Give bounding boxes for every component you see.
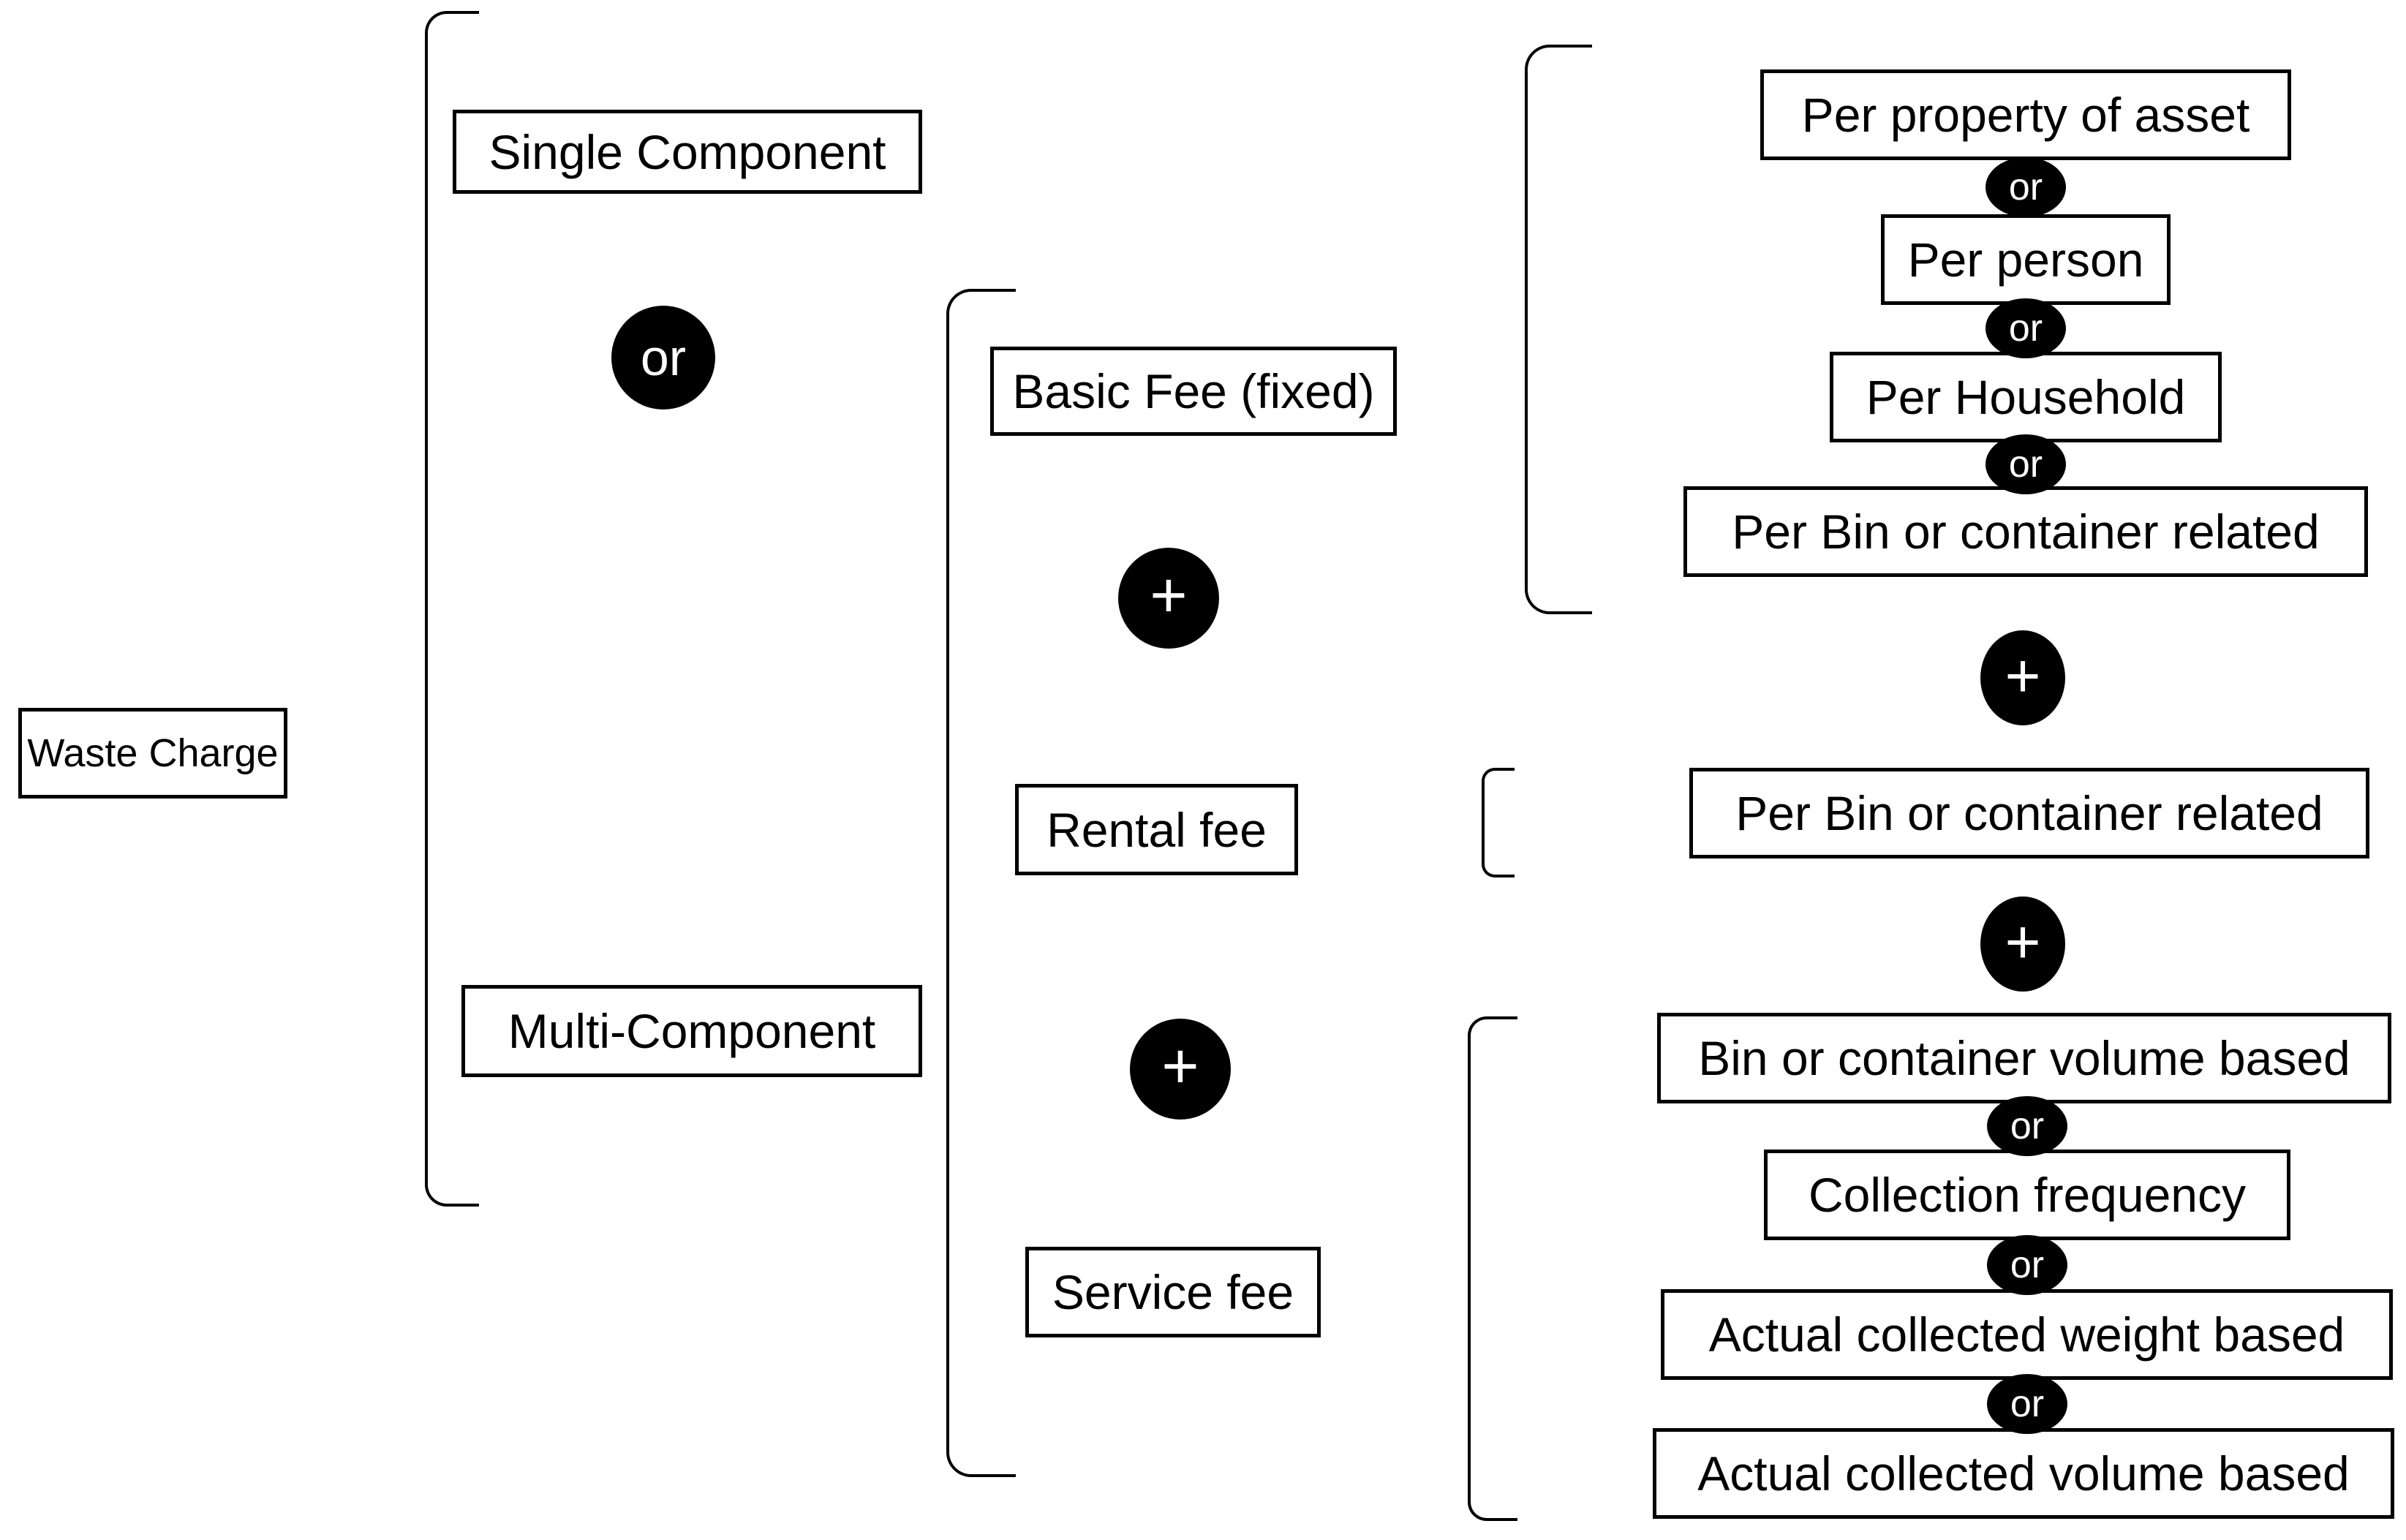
bracket-rental-fee-options: [1482, 768, 1515, 877]
node-single-component: Single Component: [453, 110, 922, 194]
node-service-fee: Service fee: [1025, 1247, 1321, 1337]
or-connector-basic-2: or: [1985, 298, 2066, 358]
node-actual-volume-based: Actual collected volume based: [1653, 1428, 2394, 1519]
node-actual-weight-based: Actual collected weight based: [1661, 1289, 2393, 1380]
or-connector-service-2: or: [1987, 1235, 2067, 1295]
node-bin-volume-based: Bin or container volume based: [1657, 1013, 2391, 1103]
plus-connector-options-2: +: [1980, 897, 2065, 992]
bracket-basic-fee-options: [1525, 45, 1592, 614]
node-basic-fee: Basic Fee (fixed): [990, 347, 1397, 436]
node-multi-component: Multi-Component: [461, 985, 922, 1077]
bracket-fee-components: [946, 289, 1016, 1477]
or-connector-structure: or: [611, 306, 715, 409]
or-connector-basic-3: or: [1985, 434, 2066, 494]
plus-connector-options-1: +: [1980, 630, 2065, 725]
bracket-service-fee-options: [1468, 1016, 1517, 1521]
node-per-bin-rental: Per Bin or container related: [1689, 768, 2369, 858]
node-per-person: Per person: [1881, 214, 2171, 305]
bracket-structure-options: [425, 11, 479, 1207]
node-rental-fee: Rental fee: [1015, 784, 1298, 875]
or-connector-service-3: or: [1987, 1374, 2067, 1434]
node-per-household: Per Household: [1830, 352, 2222, 442]
node-per-bin-basic: Per Bin or container related: [1683, 486, 2368, 577]
node-per-property-of-asset: Per property of asset: [1760, 69, 2291, 160]
or-connector-service-1: or: [1987, 1096, 2067, 1156]
node-waste-charge: Waste Charge: [18, 708, 287, 799]
node-collection-frequency: Collection frequency: [1764, 1150, 2290, 1240]
plus-connector-basic-rental: +: [1118, 548, 1219, 649]
or-connector-basic-1: or: [1985, 157, 2066, 217]
plus-connector-rental-service: +: [1130, 1019, 1231, 1120]
